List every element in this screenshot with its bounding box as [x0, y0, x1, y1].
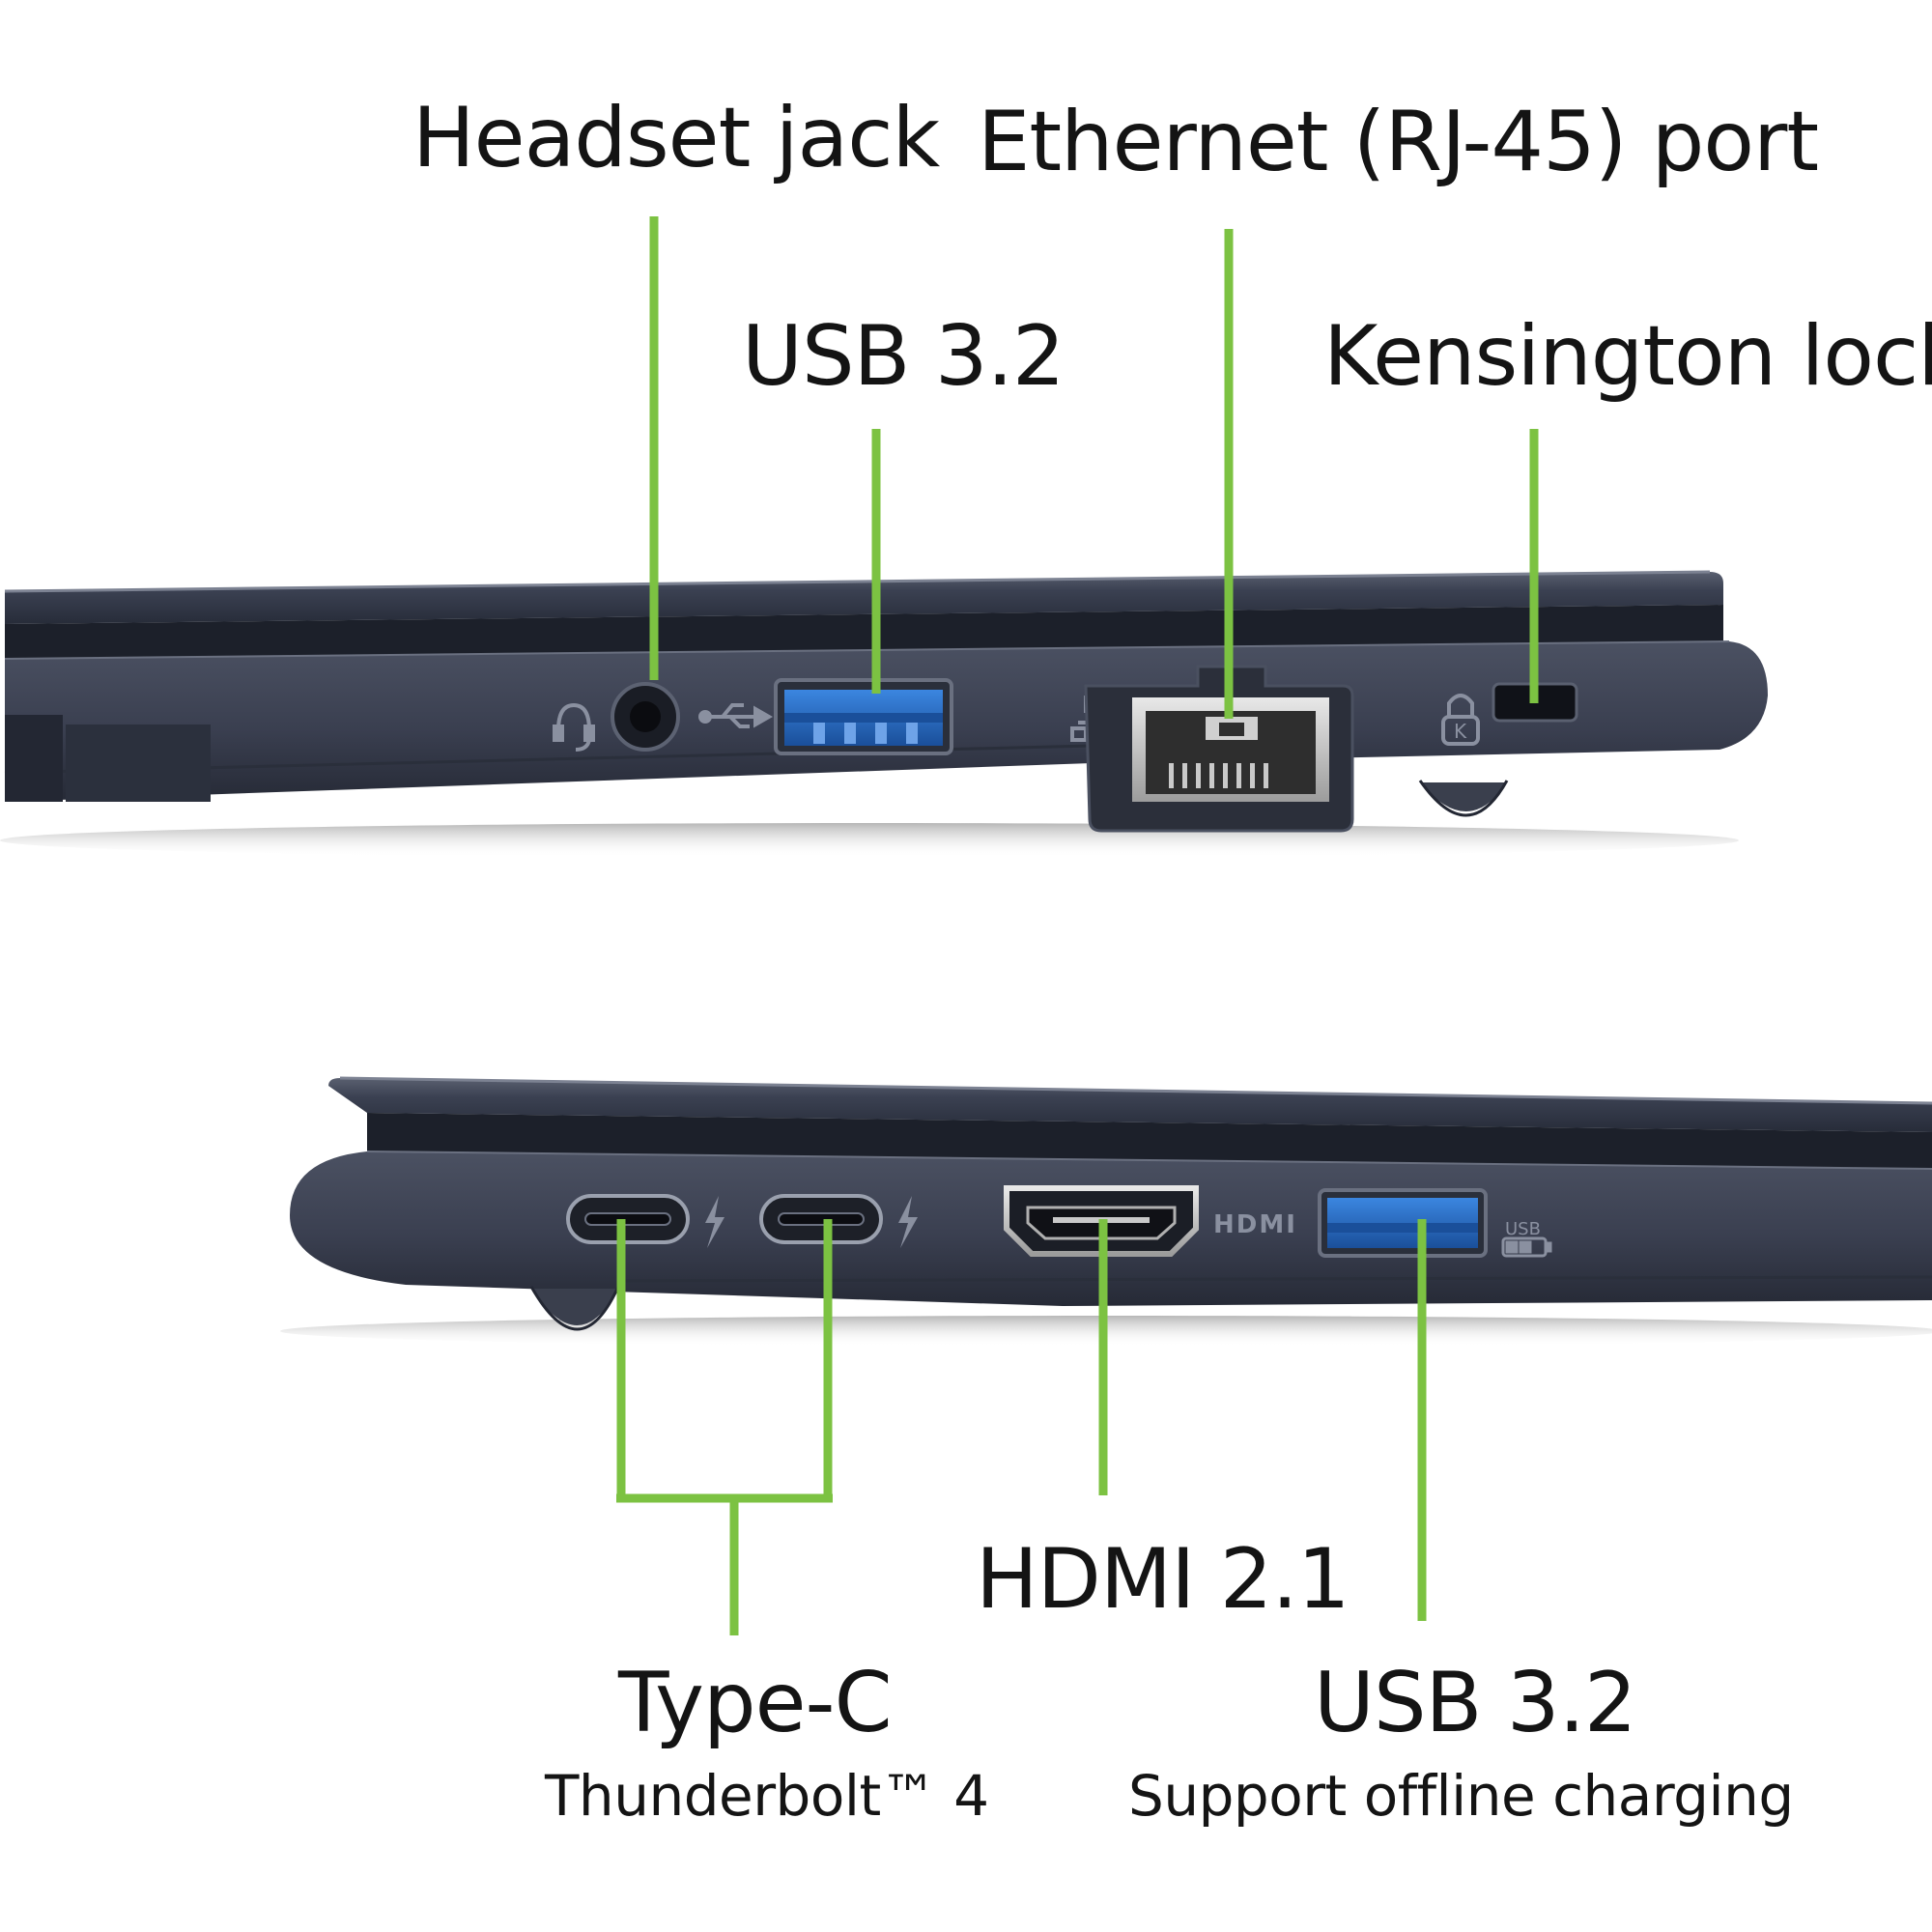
thunderbolt-icon: [898, 1196, 918, 1248]
headset-jack-label: Headset jack: [412, 90, 940, 186]
usb-a-port-top: [774, 678, 953, 755]
usb-a-port-bottom: [1318, 1188, 1488, 1258]
usb-top-label: USB 3.2: [742, 308, 1065, 405]
kensington-lock-icon: K: [1441, 694, 1480, 746]
laptop-left-side: K: [0, 570, 1768, 858]
svg-text:USB: USB: [1505, 1219, 1541, 1239]
headset-icon: [553, 702, 595, 752]
callouts-top: [649, 216, 1539, 719]
hdmi-label: HDMI 2.1: [976, 1531, 1350, 1628]
callouts-bottom: [616, 1219, 1427, 1635]
type-c-label: Type-C: [618, 1655, 893, 1751]
type-c-port-2: [759, 1194, 883, 1244]
kensington-lock-label: Kensington lock: [1323, 308, 1932, 405]
svg-text:K: K: [1454, 720, 1467, 743]
ethernet-port: [1084, 665, 1354, 833]
usb-bottom-label: USB 3.2: [1314, 1655, 1637, 1751]
usb-icon: [698, 703, 774, 728]
usb-charge-icon: USB: [1501, 1219, 1552, 1258]
thunderbolt-icon: [705, 1196, 724, 1248]
thunderbolt-sublabel: Thunderbolt™ 4: [545, 1763, 989, 1829]
type-c-port-1: [566, 1194, 690, 1244]
hdmi-logo: HDMI: [1213, 1210, 1297, 1239]
ethernet-port-label: Ethernet (RJ-45) port: [978, 94, 1819, 190]
headset-jack-port: [611, 682, 680, 752]
offline-charging-sublabel: Support offline charging: [1128, 1763, 1794, 1829]
laptop-right-side: HDMI USB: [280, 1076, 1932, 1347]
